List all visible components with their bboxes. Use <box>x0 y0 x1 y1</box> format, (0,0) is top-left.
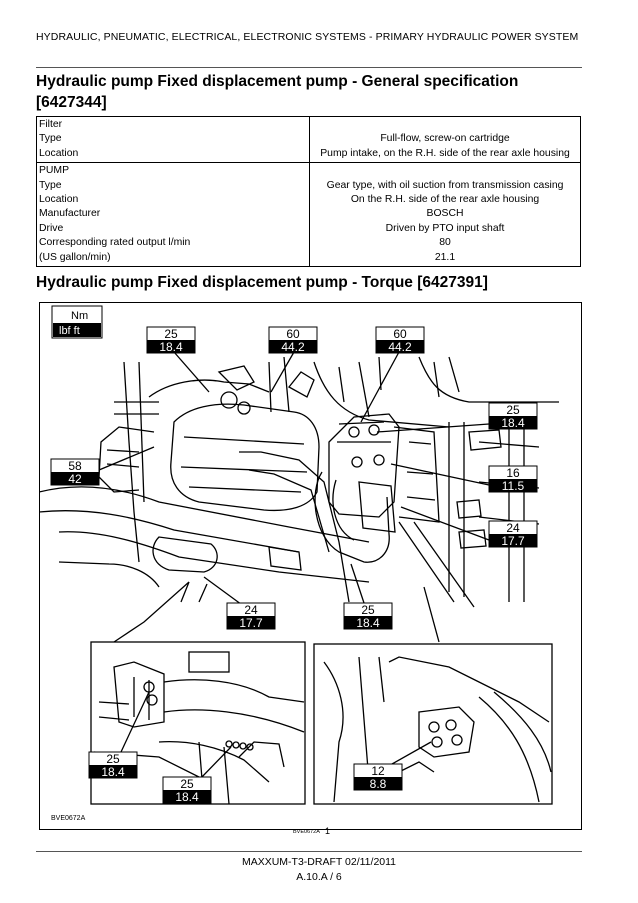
pump-manufacturer-value: BOSCH <box>426 208 464 220</box>
svg-text:17.7: 17.7 <box>239 616 263 630</box>
pump-values: Gear type, with oil suction from transmi… <box>309 162 581 268</box>
filter-labels: Filter Type Location <box>36 115 310 164</box>
pump-output-us-label: (US gallon/min) <box>39 251 111 263</box>
unit-lbf: lbf ft <box>59 325 80 337</box>
filter-type-value: Full-flow, screw-on cartridge <box>380 133 510 145</box>
svg-text:25: 25 <box>164 327 178 341</box>
pump-manufacturer-label: Manufacturer <box>39 208 101 220</box>
pump-output-value: 80 <box>439 237 451 249</box>
pump-location-label: Location <box>39 194 79 206</box>
pump-heading: PUMP <box>39 165 70 177</box>
svg-text:25: 25 <box>361 603 375 617</box>
torque-label: 128.8 <box>353 763 403 791</box>
svg-text:44.2: 44.2 <box>281 340 305 354</box>
svg-text:44.2: 44.2 <box>388 340 412 354</box>
figure-number: 1 <box>325 826 331 836</box>
pump-location-value: On the R.H. side of the rear axle housin… <box>350 194 540 206</box>
pump-type-label: Type <box>39 179 62 191</box>
svg-text:18.4: 18.4 <box>159 340 183 354</box>
filter-location-label: Location <box>39 147 79 159</box>
footer-doc: MAXXUM-T3-DRAFT 02/11/2011 <box>241 856 397 868</box>
unit-nm: Nm <box>71 310 88 322</box>
footer-rule <box>36 851 582 852</box>
svg-text:25: 25 <box>180 777 194 791</box>
svg-text:42: 42 <box>68 472 82 486</box>
torque-title: Hydraulic pump Fixed displacement pump -… <box>36 274 488 291</box>
leader-lines <box>98 351 490 781</box>
svg-text:25: 25 <box>506 403 520 417</box>
svg-text:60: 60 <box>393 327 407 341</box>
table-row: Filter Type Location Full-flow, screw-on… <box>36 115 581 164</box>
pump-type-value: Gear type, with oil suction from transmi… <box>326 179 564 191</box>
svg-text:60: 60 <box>286 327 300 341</box>
drawing-code: BVE0672A <box>51 815 86 822</box>
spec-title-line2: [6427344] <box>36 94 107 111</box>
footer-page: A.10.A / 6 <box>296 871 342 883</box>
pump-drive-label: Drive <box>39 222 64 234</box>
table-row: PUMP Type Location Manufacturer Drive Co… <box>36 162 581 268</box>
filter-values: Full-flow, screw-on cartridge Pump intak… <box>309 115 581 164</box>
svg-text:24: 24 <box>244 603 258 617</box>
svg-text:8.8: 8.8 <box>370 777 387 791</box>
svg-text:25: 25 <box>106 752 120 766</box>
svg-text:18.4: 18.4 <box>501 416 525 430</box>
pump-drawing <box>39 356 559 643</box>
pump-labels: PUMP Type Location Manufacturer Drive Co… <box>36 162 310 268</box>
pump-output-us-value: 21.1 <box>434 251 456 263</box>
svg-text:18.4: 18.4 <box>356 616 380 630</box>
pump-drive-value: Driven by PTO input shaft <box>385 222 505 234</box>
svg-text:58: 58 <box>68 459 82 473</box>
header-rule <box>36 67 582 68</box>
spec-title-line1: Hydraulic pump Fixed displacement pump -… <box>36 73 519 90</box>
svg-text:17.7: 17.7 <box>501 534 525 548</box>
svg-text:24: 24 <box>506 521 520 535</box>
svg-text:12: 12 <box>371 764 385 778</box>
svg-text:16: 16 <box>506 466 520 480</box>
filter-location-value: Pump intake, on the R.H. side of the rea… <box>320 147 570 159</box>
figure-code: BVE0672A <box>293 829 320 835</box>
spec-table: Filter Type Location Full-flow, screw-on… <box>36 115 581 268</box>
svg-text:18.4: 18.4 <box>175 790 199 804</box>
section-header: HYDRAULIC, PNEUMATIC, ELECTRICAL, ELECTR… <box>36 31 579 43</box>
filter-heading: Filter <box>39 119 63 130</box>
pump-output-label: Corresponding rated output l/min <box>39 237 191 249</box>
unit-legend: Nm lbf ft <box>51 305 103 339</box>
spec-title: Hydraulic pump Fixed displacement pump -… <box>36 71 584 113</box>
filter-type-label: Type <box>39 133 62 145</box>
svg-text:11.5: 11.5 <box>502 479 525 493</box>
svg-text:18.4: 18.4 <box>101 765 125 779</box>
